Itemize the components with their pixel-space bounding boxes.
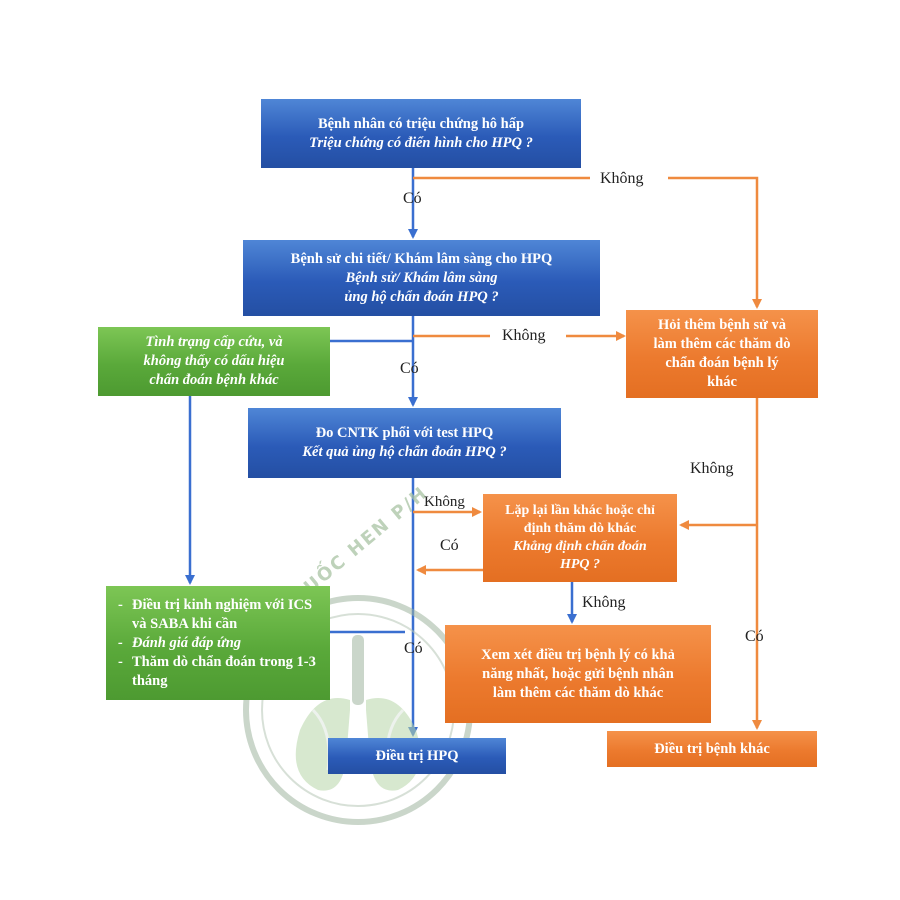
node-repeat-test: Lặp lại lần khác hoặc chỉ định thăm dò k… — [483, 494, 677, 582]
node-ask-more-line4: khác — [707, 374, 737, 390]
edge-label-yes-4: Có — [404, 640, 423, 657]
edge-label-yes-2: Có — [400, 360, 419, 377]
node-detailed-history-line2: Bệnh sử/ Khám lâm sàng — [345, 269, 498, 286]
node-ask-more-history: Hỏi thêm bệnh sử và làm thêm các thăm dò… — [626, 310, 818, 398]
edge-label-no-5: Không — [582, 594, 626, 611]
node-emergency-line3: chẩn đoán bệnh khác — [149, 372, 279, 388]
empirical-list: Điều trị kinh nghiệm với ICS và SABA khi… — [112, 596, 330, 691]
node-consider-treatment: Xem xét điều trị bệnh lý có khả năng nhấ… — [445, 625, 711, 723]
node-treat-hpq-label: Điều trị HPQ — [375, 747, 459, 764]
empirical-item-1: Điều trị kinh nghiệm với ICS và SABA khi… — [118, 596, 330, 634]
node-consider-line1: Xem xét điều trị bệnh lý có khả — [481, 646, 675, 663]
node-treat-hpq: Điều trị HPQ — [328, 738, 506, 774]
node-respiratory-symptoms-title: Bệnh nhân có triệu chứng hô hấp — [317, 115, 525, 132]
node-detailed-history: Bệnh sử chi tiết/ Khám lâm sàng cho HPQ … — [243, 240, 600, 316]
empirical-item-2: Đánh giá đáp ứng — [118, 634, 330, 653]
node-empirical-treatment: Điều trị kinh nghiệm với ICS và SABA khi… — [106, 586, 330, 700]
node-spirometry-title: Đo CNTK phổi với test HPQ — [315, 425, 494, 441]
node-repeat-line1: Lặp lại lần khác hoặc chỉ — [505, 503, 655, 518]
edge-label-no-1: Không — [600, 170, 644, 187]
node-respiratory-symptoms-question: Triệu chứng có điển hình cho HPQ ? — [309, 134, 533, 151]
edge-label-no-4: Không — [424, 494, 465, 510]
edge-start-askmore-2 — [668, 176, 762, 309]
edge-label-yes-5: Có — [745, 628, 764, 645]
edge-label-yes-3: Có — [440, 537, 459, 554]
node-ask-more-line2: làm thêm các thăm dò — [653, 336, 791, 352]
edge-label-no-3: Không — [690, 460, 734, 477]
node-consider-line2: năng nhất, hoặc gửi bệnh nhân — [482, 665, 674, 682]
node-consider-line3: làm thêm các thăm dò khác — [492, 684, 664, 701]
node-emergency-line1: Tình trạng cấp cứu, và — [145, 334, 283, 350]
node-detailed-history-line3: ủng hộ chẩn đoán HPQ ? — [344, 288, 499, 305]
node-emergency: Tình trạng cấp cứu, và không thấy có dấu… — [98, 327, 330, 396]
node-repeat-line2: định thăm dò khác — [523, 521, 637, 536]
edge-label-no-2: Không — [502, 327, 546, 344]
node-ask-more-line1: Hỏi thêm bệnh sử và — [658, 317, 786, 333]
node-spirometry-question: Kết quả ủng hộ chẩn đoán HPQ ? — [302, 444, 507, 460]
node-ask-more-line3: chẩn đoán bệnh lý — [665, 355, 779, 371]
node-spirometry: Đo CNTK phổi với test HPQ Kết quả ủng hộ… — [248, 408, 561, 478]
node-emergency-line2: không thấy có dấu hiệu — [143, 353, 285, 369]
node-repeat-line4: HPQ ? — [559, 557, 601, 572]
node-treat-other-label: Điều trị bệnh khác — [654, 740, 770, 757]
empirical-item-3: Thăm dò chẩn đoán trong 1-3 tháng — [118, 653, 330, 691]
node-treat-other: Điều trị bệnh khác — [607, 731, 817, 767]
node-respiratory-symptoms: Bệnh nhân có triệu chứng hô hấp Triệu ch… — [261, 99, 581, 168]
node-detailed-history-title: Bệnh sử chi tiết/ Khám lâm sàng cho HPQ — [290, 250, 553, 267]
edge-label-yes-1: Có — [403, 190, 422, 207]
node-repeat-line3: Khẳng định chẩn đoán — [513, 539, 647, 554]
